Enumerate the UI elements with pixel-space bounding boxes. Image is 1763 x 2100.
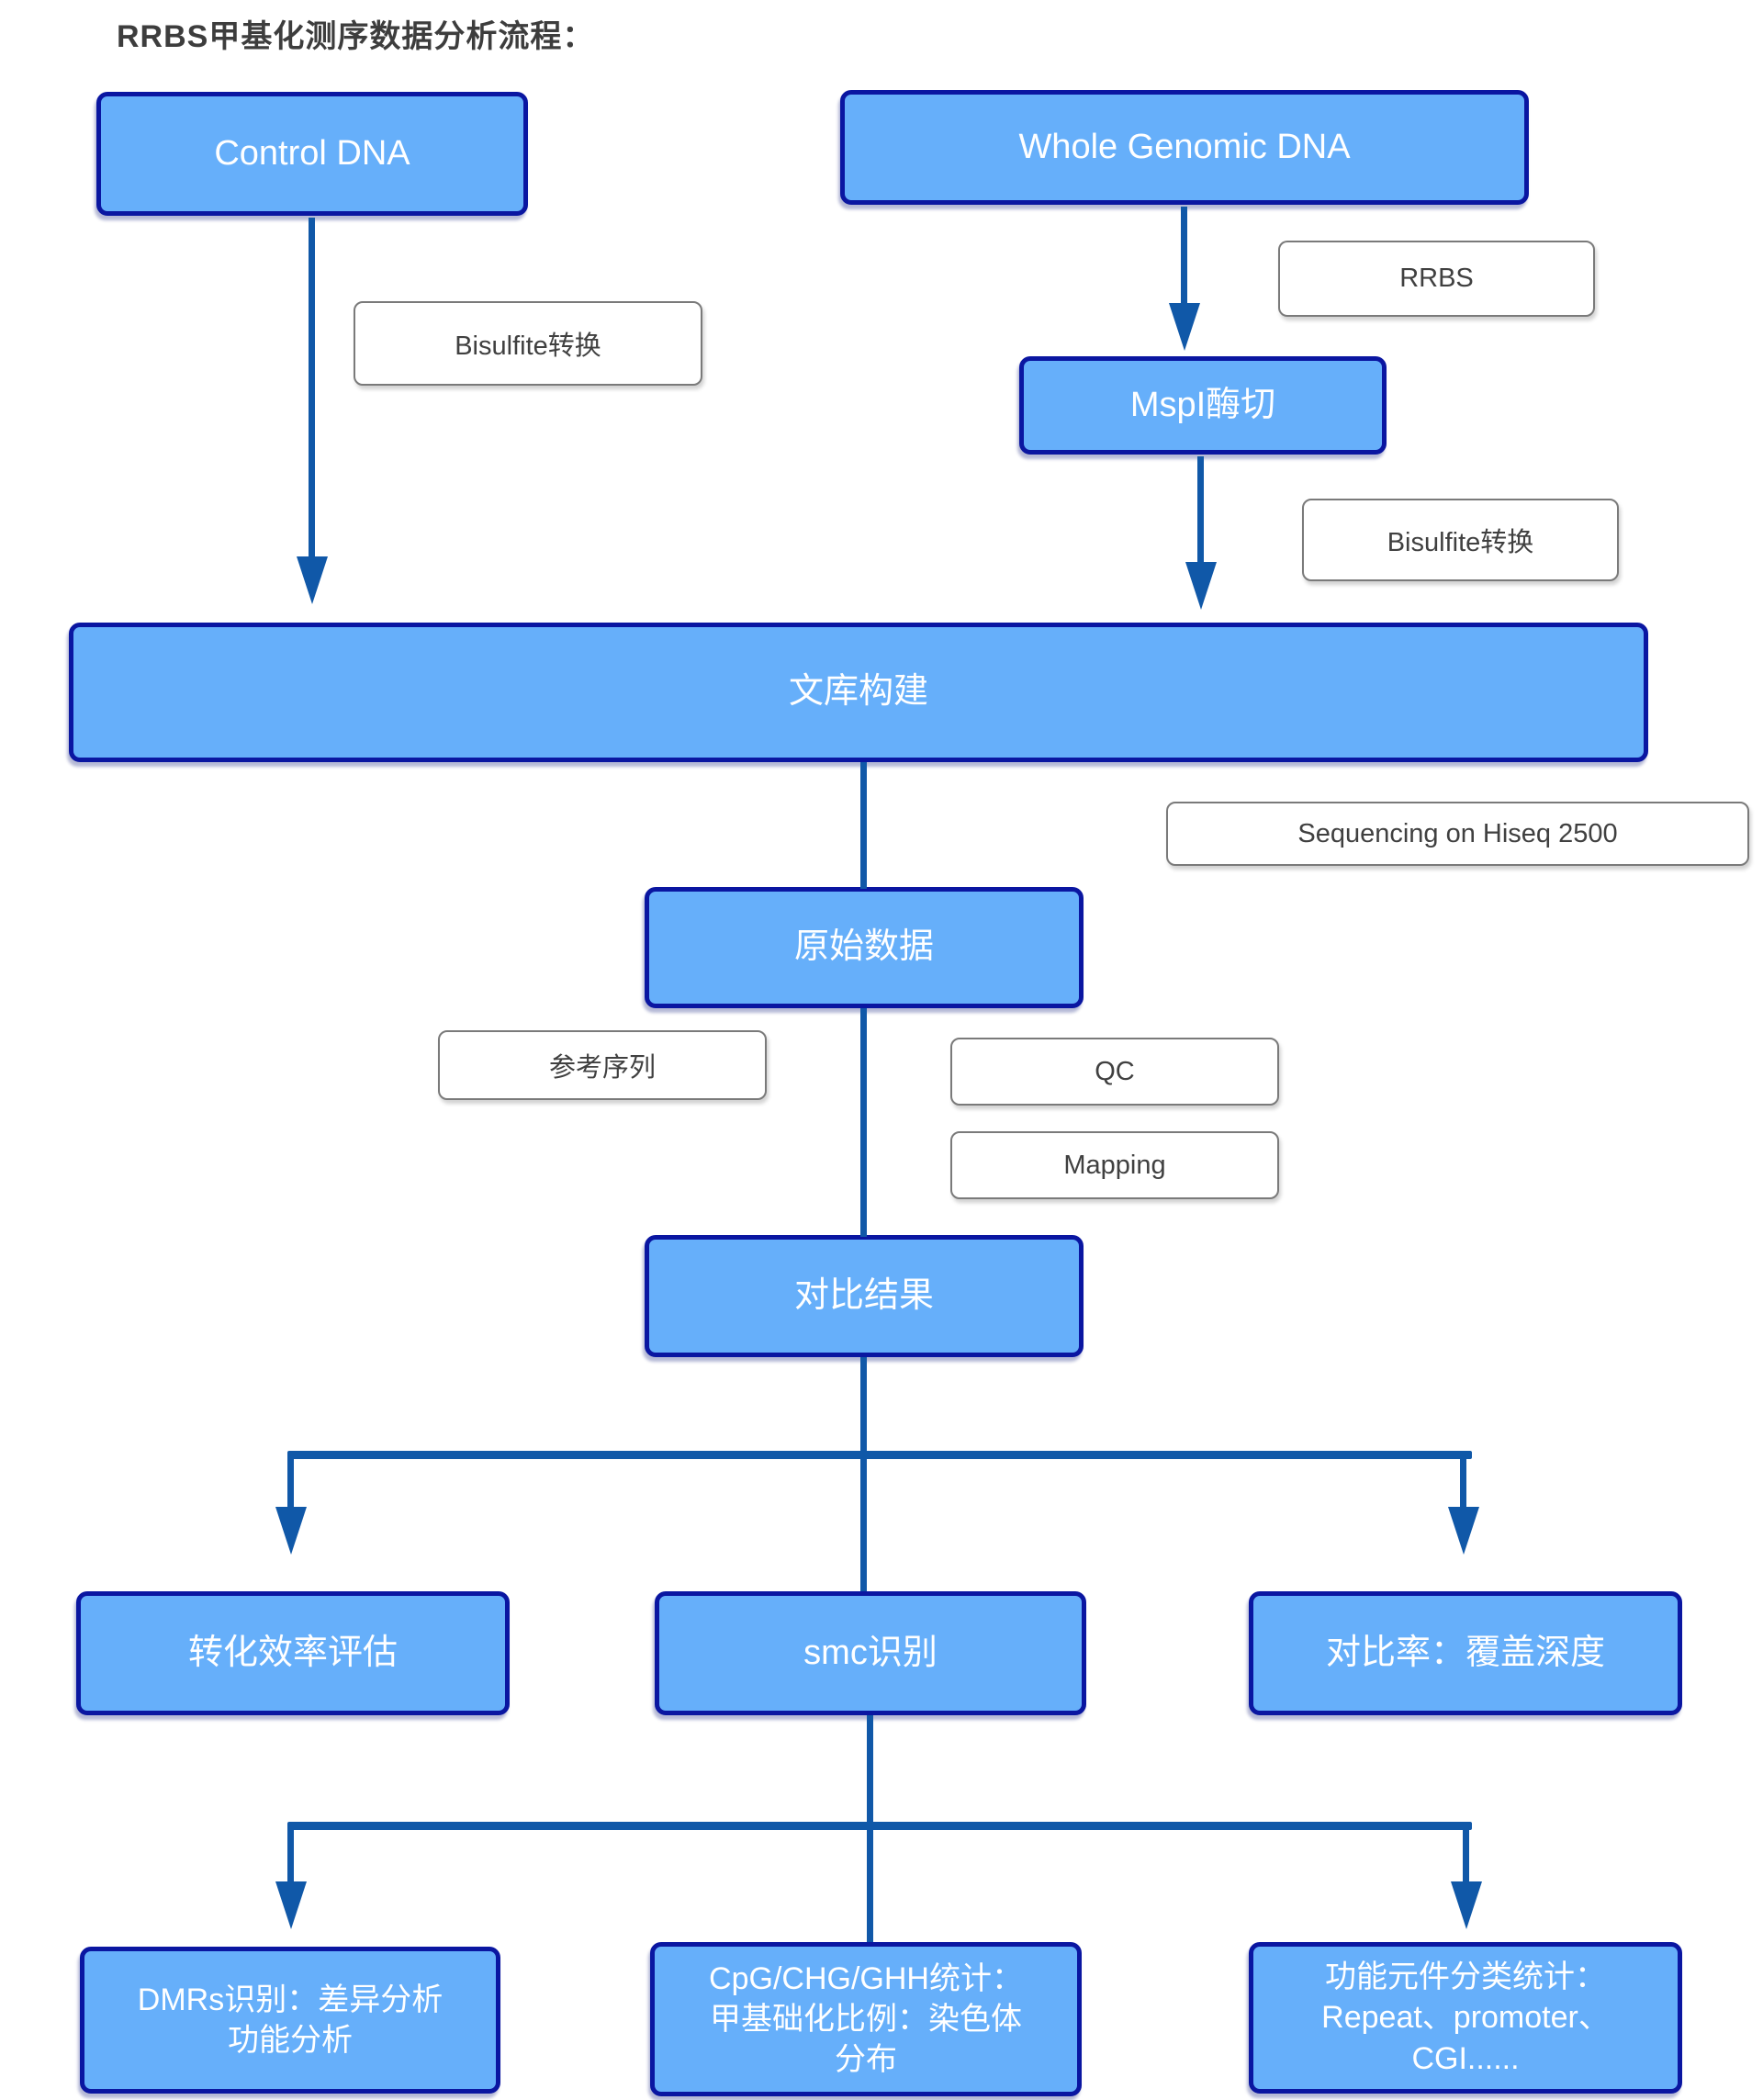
connector-bar2-right-line — [1463, 1827, 1469, 1884]
connector-rawdata-to-alignment — [860, 1008, 867, 1237]
label-bisulfite-conversion-left: Bisulfite转换 — [354, 301, 702, 386]
node-conversion-efficiency: 转化效率评估 — [76, 1591, 510, 1715]
label-reference-sequence: 参考序列 — [438, 1030, 767, 1100]
connector-mspi-to-library-line — [1197, 456, 1204, 565]
connector-bar1-middle — [860, 1456, 867, 1591]
connector-bar2-left-line — [287, 1827, 294, 1884]
split-bar-1 — [287, 1451, 1472, 1459]
connector-smc-to-bar2 — [867, 1715, 873, 1827]
connector-alignment-to-bar1 — [860, 1357, 867, 1456]
arrowhead-bar1-left — [275, 1507, 307, 1555]
connector-library-to-rawdata — [860, 762, 867, 889]
connector-wholedna-to-mspi-line — [1181, 207, 1187, 306]
split-bar-2 — [287, 1822, 1472, 1830]
label-sequencing-hiseq: Sequencing on Hiseq 2500 — [1166, 802, 1749, 866]
node-functional-elements: 功能元件分类统计： Repeat、promoter、 CGI...... — [1249, 1942, 1682, 2094]
node-whole-genomic-dna: Whole Genomic DNA — [840, 90, 1529, 205]
node-library-construction: 文库构建 — [69, 623, 1648, 762]
label-mapping: Mapping — [950, 1131, 1279, 1199]
node-smc-identification: smc识别 — [655, 1591, 1086, 1715]
arrowhead-bar2-left — [275, 1881, 307, 1929]
label-qc: QC — [950, 1038, 1279, 1106]
connector-bar1-right-line — [1460, 1456, 1466, 1510]
arrowhead-control-to-library — [297, 556, 328, 604]
connector-control-to-library-line — [309, 218, 315, 559]
node-mapping-rate-coverage: 对比率：覆盖深度 — [1249, 1591, 1682, 1715]
arrowhead-bar1-right — [1448, 1507, 1479, 1555]
arrowhead-mspi-to-library — [1185, 562, 1217, 610]
node-cpg-statistics: CpG/CHG/GHH统计： 甲基础化比例：染色体 分布 — [650, 1942, 1082, 2096]
node-raw-data: 原始数据 — [645, 887, 1084, 1008]
label-rrbs: RRBS — [1278, 241, 1595, 317]
page-title: RRBS甲基化测序数据分析流程： — [117, 19, 595, 54]
arrowhead-wholedna-to-mspi — [1169, 303, 1200, 351]
node-mspi-digestion: MspI酶切 — [1019, 356, 1387, 455]
connector-bar2-middle — [867, 1827, 873, 1942]
label-bisulfite-conversion-right: Bisulfite转换 — [1302, 499, 1619, 581]
node-dmrs-identification: DMRs识别：差异分析 功能分析 — [80, 1947, 500, 2094]
node-alignment-result: 对比结果 — [645, 1235, 1084, 1357]
connector-bar1-left-line — [287, 1456, 294, 1510]
arrowhead-bar2-right — [1451, 1881, 1482, 1929]
node-control-dna: Control DNA — [96, 92, 528, 216]
